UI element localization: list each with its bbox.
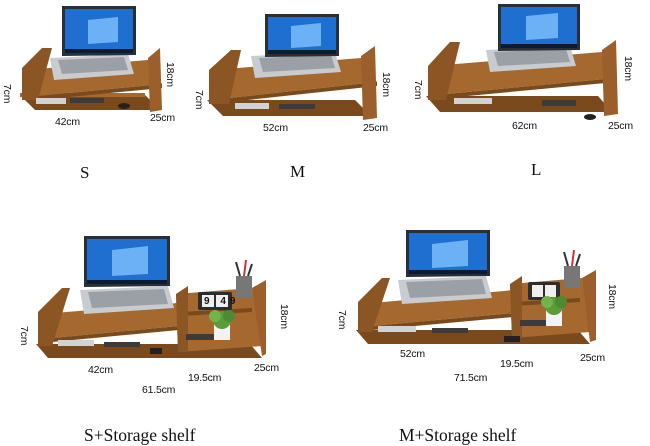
dim-clearance: 7cm [193,90,205,110]
size-label-l: L [531,160,542,179]
dim-depth: 25cm [150,112,175,124]
dim-clearance: 7cm [1,84,13,104]
caption-m-storage: M+Storage shelf [399,425,517,445]
dim-height: 18cm [622,56,634,81]
product-m-storage-illustration: 18cm 7cm 52cm 19.5cm 71.5cm 25cm [328,222,650,392]
dim-clearance: 7cm [18,326,30,346]
dim-height: 18cm [606,284,618,309]
stand-s-drawing [20,6,162,112]
size-label-m: M [290,162,306,181]
product-l-illustration: 18cm 7cm 62cm 25cm [412,0,650,140]
dim-total: 71.5cm [454,372,488,384]
caption-s-storage: S+Storage shelf [84,425,196,445]
dim-width: 52cm [263,122,288,134]
stand-l-drawing [426,4,618,120]
dim-shelf: 19.5cm [188,372,222,384]
dim-depth: 25cm [363,122,388,134]
stand-m-drawing [207,14,377,120]
dim-width: 62cm [512,120,537,132]
dim-height: 18cm [380,72,392,97]
product-s-illustration: 18cm 7cm 42cm 25cm [0,0,200,140]
product-s-storage-illustration: 9 49 18cm 7cm 42cm 19.5cm 61.5cm 25cm [0,228,300,398]
dim-clearance: 7cm [412,80,424,100]
size-label-s: S [80,163,90,182]
stand-m-storage-drawing [356,230,596,344]
dim-height: 18cm [164,62,176,87]
dim-depth: 25cm [254,362,279,374]
dim-height: 18cm [278,304,290,329]
dim-width: 52cm [400,348,425,360]
dim-width: 42cm [55,116,80,128]
dim-depth: 25cm [580,352,605,364]
dim-clearance: 7cm [336,310,348,330]
dim-shelf: 19.5cm [500,358,534,370]
stand-s-storage-drawing [36,236,266,358]
dim-width: 42cm [88,364,113,376]
product-m-illustration: 18cm 7cm 52cm 25cm [193,0,415,145]
dim-depth: 25cm [608,120,633,132]
dim-total: 61.5cm [142,384,176,396]
clock-digits: 9 49 [204,296,240,307]
